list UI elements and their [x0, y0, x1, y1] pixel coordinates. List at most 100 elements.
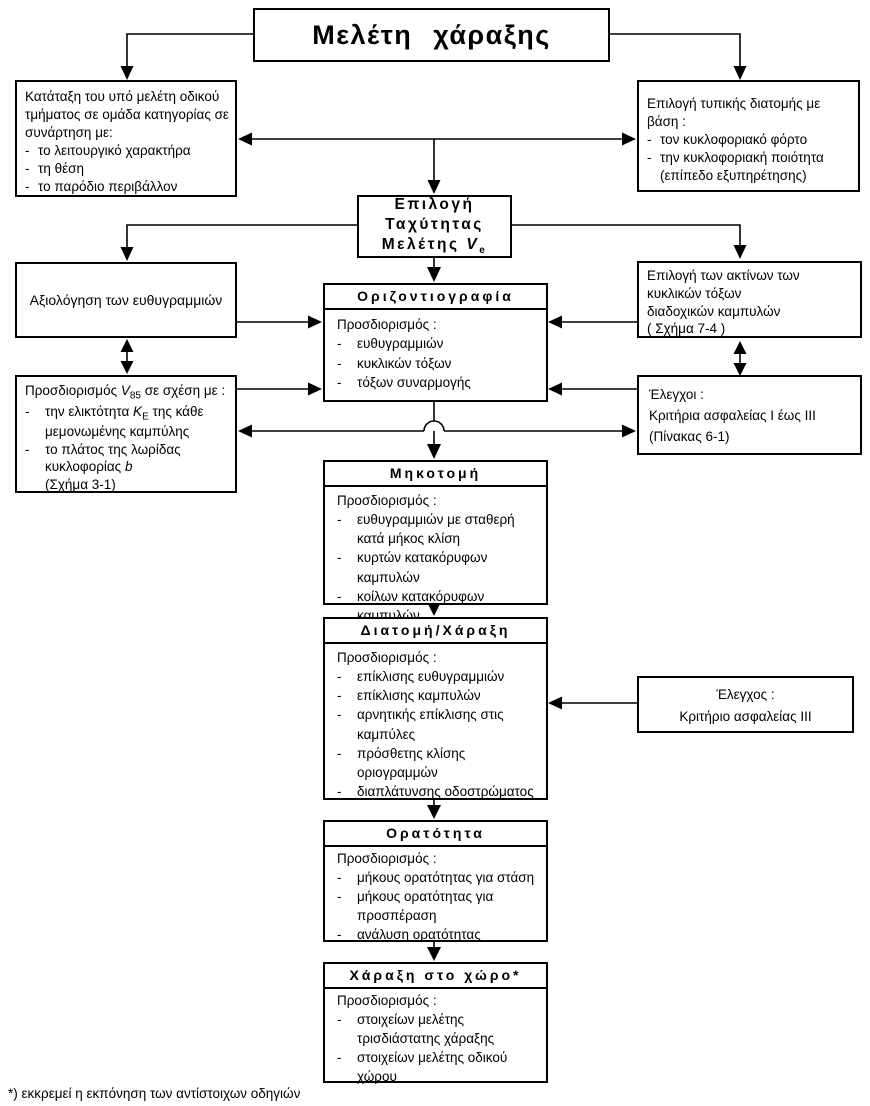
arrowhead-down-v85: [120, 361, 134, 374]
list-item: - στοιχείων μελέτης οδικού χώρου: [337, 1049, 540, 1087]
classification-intro: Κατάταξη του υπό μελέτη οδικού τμήματος …: [25, 89, 229, 141]
list-item: - τον κυκλοφοριακό φόρτο: [647, 131, 852, 149]
bullet-dash: -: [25, 403, 30, 419]
radii-line: ( Σχήμα 7-4 ): [647, 321, 726, 337]
determination-intro: Προσδιορισμός :: [337, 650, 437, 665]
list-item: - τη θέση: [25, 160, 229, 178]
classification-box: Κατάταξη του υπό μελέτη οδικού τμήματος …: [15, 80, 237, 197]
list-item: - επίκλισης ευθυγραμμιών: [337, 667, 540, 686]
bullet-dash: -: [337, 375, 342, 391]
curvature-symbol-sub: E: [142, 411, 149, 423]
arrowhead-left-horiz-1: [548, 315, 562, 329]
list-item-text: τον κυκλοφοριακό φόρτο: [660, 132, 808, 148]
v85-symbol: V: [120, 383, 130, 398]
safety-checks-body: Έλεγχοι : Κριτήρια ασφαλείας Ι έως ΙΙΙ (…: [639, 377, 860, 448]
v85-symbol-sub: 85: [129, 390, 141, 402]
v85-intro: Προσδιορισμός V85 σε σχέση με :: [25, 382, 229, 403]
space-alignment-body: Προσδιορισμός : - στοιχείων μελέτης τρισ…: [325, 989, 546, 1086]
arrowhead-down-horizontal-alignment: [427, 267, 441, 282]
list-item-text: το παρόδιο περιβάλλον: [38, 179, 178, 195]
v85-body: Προσδιορισμός V85 σε σχέση με : - την ελ…: [17, 377, 235, 494]
arrowhead-right-horiz-2: [308, 382, 322, 396]
radii-line: κυκλικών τόξων: [647, 285, 742, 301]
list-item-text: ευθυγραμμιών με σταθερή κατά μήκος κλίση: [357, 512, 515, 547]
bullet-dash: -: [647, 150, 652, 166]
list-item-text: στοιχείων μελέτης οδικού χώρου: [357, 1049, 508, 1084]
radii-line: Επιλογή των ακτίνων των: [647, 268, 800, 283]
cross-section-box: Επιλογή τυπικής διατομής με βάση : - τον…: [637, 80, 860, 192]
list-item: - το λειτουργικό χαρακτήρα: [25, 142, 229, 160]
bullet-dash: -: [25, 179, 30, 195]
page-title: Μελέτη χάραξης: [312, 19, 551, 50]
bullet-dash: -: [337, 336, 342, 352]
design-speed-line3-prefix: Μελέτης: [381, 235, 467, 253]
classification-body: Κατάταξη του υπό μελέτη οδικού τμήματος …: [17, 82, 235, 196]
list-item-text: ανάλυση ορατότητας: [357, 926, 481, 942]
arrowhead-left-v85: [238, 424, 252, 438]
speed-symbol: V: [466, 235, 480, 253]
list-item: - κυκλικών τόξων: [337, 354, 540, 373]
v85-intro-prefix: Προσδιορισμός: [25, 383, 121, 398]
lane-width-symbol: b: [124, 459, 133, 475]
arrowhead-up-radii: [733, 341, 747, 354]
bullet-dash: -: [337, 588, 342, 604]
list-item-text: την κυκλοφοριακή ποιότητα (επίπεδο εξυπη…: [660, 150, 824, 184]
list-item-text: επίκλισης καμπυλών: [357, 688, 481, 704]
determination-intro: Προσδιορισμός :: [337, 493, 437, 508]
profile-body: Προσδιορισμός : - ευθυγραμμιών με σταθερ…: [325, 487, 546, 625]
bullet-dash: -: [337, 888, 342, 904]
horizontal-alignment-box: Οριζοντιογραφία Προσδιορισμός : - ευθυγρ…: [323, 283, 548, 402]
arrowhead-down-space: [427, 947, 441, 961]
list-item: - μήκους ορατότητας για προσπέραση: [337, 888, 540, 926]
determination-intro: Προσδιορισμός :: [337, 851, 437, 866]
connector-title-right: [610, 33, 741, 78]
list-item-text: κυρτών κατακόρυφων καμπυλών: [357, 550, 488, 585]
bullet-dash: -: [337, 688, 342, 704]
connector-speed-right: [512, 224, 741, 252]
cross-section-body: Επιλογή τυπικής διατομής με βάση : - τον…: [639, 82, 858, 185]
bullet-dash: -: [337, 745, 342, 761]
bullet-dash: -: [337, 1011, 342, 1027]
list-item-text: επίκλισης ευθυγραμμιών: [357, 669, 505, 685]
arrowhead-down-profile: [427, 444, 441, 459]
list-item-text: ευθυγραμμιών: [357, 336, 444, 352]
design-speed-line1: Επιλογή: [394, 196, 475, 214]
radii-selection-box: Επιλογή των ακτίνων των κυκλικών τόξων δ…: [637, 261, 862, 338]
list-item: - το πλάτος της λωρίδας κυκλοφορίας b(Σχ…: [25, 441, 229, 494]
list-item: - διαπλάτυνσης οδοστρώματος: [337, 782, 540, 801]
section-alignment-body: Προσδιορισμός : - επίκλισης ευθυγραμμιών…: [325, 644, 546, 801]
curvature-prefix: την ελικτότητα: [45, 403, 134, 419]
list-item-text: μήκους ορατότητας για στάση: [357, 869, 535, 885]
design-speed-line3: Μελέτης Ve: [382, 235, 488, 258]
list-item: - ευθυγραμμιών με σταθερή κατά μήκος κλί…: [337, 510, 540, 548]
list-item: - την κυκλοφοριακή ποιότητα (επίπεδο εξυ…: [647, 149, 852, 185]
space-alignment-box: Χάραξη στο χώρο* Προσδιορισμός : - στοιχ…: [323, 962, 548, 1086]
check3-line: Κριτήριο ασφαλείας ΙΙΙ: [679, 708, 812, 724]
visibility-box: Ορατότητα Προσδιορισμός : - μήκους ορατό…: [323, 820, 548, 942]
horizontal-alignment-body: Προσδιορισμός : - ευθυγραμμιών - κυκλικώ…: [325, 310, 546, 393]
checks-line: Κριτήρια ασφαλείας Ι έως ΙΙΙ: [649, 407, 816, 423]
bullet-dash: -: [647, 132, 652, 148]
list-item: - ευθυγραμμιών: [337, 334, 540, 353]
alignment-eval-label: Αξιολόγηση των ευθυγραμμιών: [29, 292, 223, 308]
bullet-dash: -: [337, 1049, 342, 1065]
list-item: - τόξων συναρμογής: [337, 373, 540, 392]
arrowhead-right-cross-section: [622, 132, 636, 146]
arrowhead-down-visibility: [427, 805, 441, 819]
space-alignment-header: Χάραξη στο χώρο*: [325, 964, 546, 989]
section-alignment-header: Διατομή/Χάραξη: [325, 619, 546, 644]
arrowhead-up-alignment-eval: [120, 339, 134, 352]
design-speed-line2: Ταχύτητας: [385, 216, 484, 234]
determination-intro: Προσδιορισμός :: [337, 317, 437, 332]
profile-header: Μηκοτομή: [325, 462, 546, 487]
v85-intro-suffix: σε σχέση με :: [141, 383, 226, 398]
lane-width-prefix: το πλάτος της λωρίδας κυκλοφορίας: [45, 441, 181, 475]
arrowhead-down-speed: [427, 180, 441, 194]
figure-reference: (Σχήμα 3-1): [45, 477, 116, 493]
arrowhead-left-section: [548, 696, 562, 710]
list-item-text: το πλάτος της λωρίδας κυκλοφορίας b (Σχήμ…: [45, 441, 229, 494]
list-item-text: τη θέση: [38, 161, 84, 177]
arrowhead-down-cross-section: [733, 66, 747, 80]
arrowhead-down-classification: [120, 66, 134, 80]
list-item-text: κυκλικών τόξων: [357, 355, 452, 371]
